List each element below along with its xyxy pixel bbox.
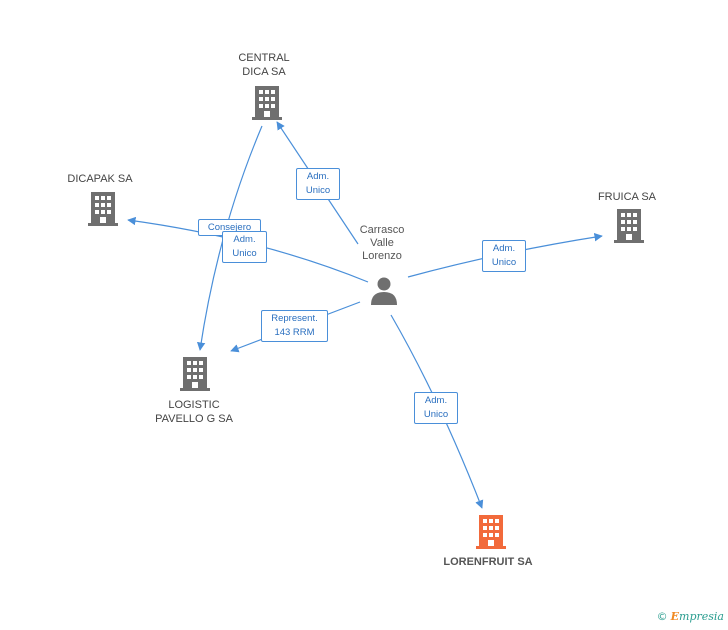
fruica-building-icon[interactable] bbox=[614, 209, 644, 243]
edge-label-lorenfruit: Adm. Unico bbox=[414, 392, 458, 424]
dicapak-building-icon[interactable] bbox=[88, 192, 118, 226]
edge-label-central: Adm. Unico bbox=[296, 168, 340, 200]
empresia-logo[interactable]: ©Empresia bbox=[657, 610, 724, 623]
central-dica-label[interactable]: CENTRAL DICA SA bbox=[238, 52, 290, 78]
fruica-label[interactable]: FRUICA SA bbox=[597, 191, 657, 203]
lorenfruit-building-icon[interactable] bbox=[476, 515, 506, 549]
edge-label-logistic-represent: Represent. 143 RRM bbox=[261, 310, 328, 342]
person-name-label[interactable]: Carrasco Valle Lorenzo bbox=[359, 224, 405, 262]
central-dica-building-icon[interactable] bbox=[252, 86, 282, 120]
person-icon[interactable] bbox=[371, 277, 397, 306]
brand-initial: E bbox=[670, 610, 680, 623]
brand-rest: mpresia bbox=[679, 610, 724, 623]
logistic-building-icon[interactable] bbox=[180, 357, 210, 391]
logistic-label[interactable]: LOGISTIC PAVELLO G SA bbox=[155, 399, 233, 425]
edge-label-fruica: Adm. Unico bbox=[482, 240, 526, 272]
edge-label-logistic-adm: Adm. Unico bbox=[222, 231, 267, 263]
copyright-symbol: © bbox=[656, 610, 668, 623]
lorenfruit-label[interactable]: LORENFRUIT SA bbox=[443, 556, 533, 568]
dicapak-label[interactable]: DICAPAK SA bbox=[67, 173, 133, 185]
